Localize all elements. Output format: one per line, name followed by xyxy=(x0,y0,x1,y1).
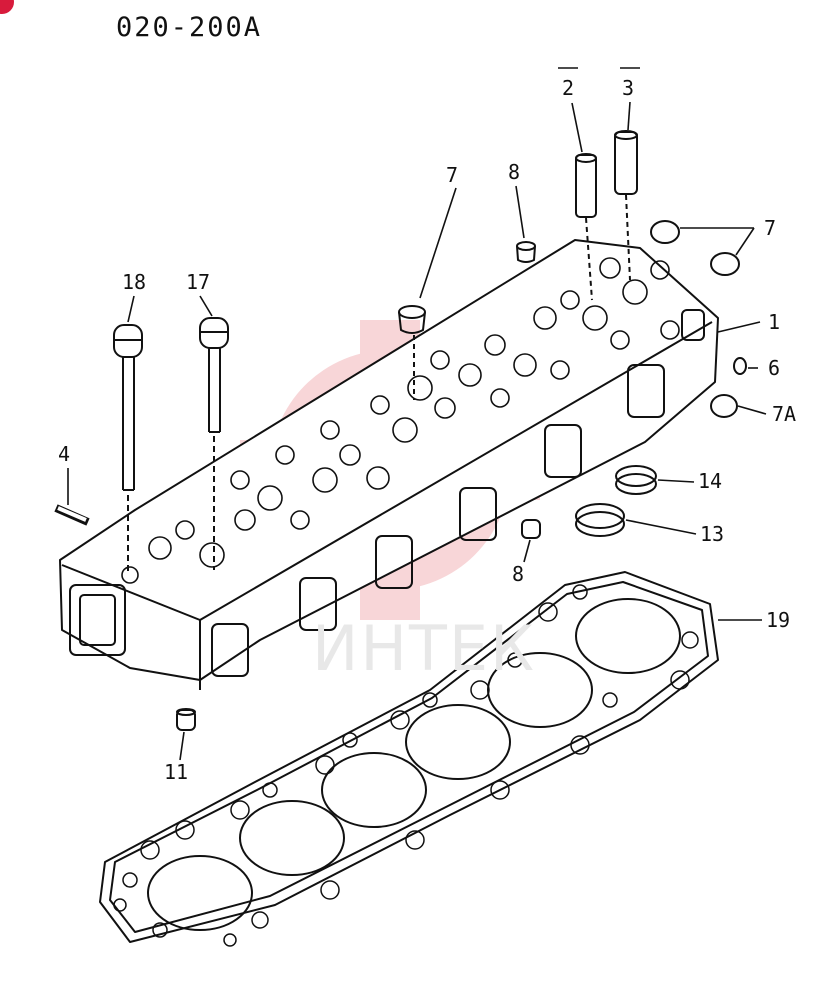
callout-6: 6 xyxy=(768,356,781,380)
valve-guide-3 xyxy=(614,130,638,281)
callout-19: 19 xyxy=(766,608,791,632)
plug-8-lower xyxy=(521,519,541,539)
head-bolt-18 xyxy=(113,324,143,575)
callout-14: 14 xyxy=(698,469,723,493)
callout-7a: 7A xyxy=(772,402,797,426)
callout-8-top: 8 xyxy=(508,160,521,184)
diagram-code: 020-200A xyxy=(116,12,263,43)
callout-13: 13 xyxy=(700,522,725,546)
callout-18: 18 xyxy=(122,270,147,294)
plug-11 xyxy=(176,708,196,731)
callout-17: 17 xyxy=(186,270,211,294)
valve-seal-7 xyxy=(398,305,426,400)
callout-2: 2 xyxy=(562,76,575,100)
dowel-pin-4 xyxy=(54,504,90,526)
seal-ring-14 xyxy=(615,465,657,495)
callout-3: 3 xyxy=(622,76,635,100)
leader-lines xyxy=(67,101,767,761)
head-gasket xyxy=(99,571,719,947)
head-bolt-17 xyxy=(199,317,229,570)
valve-seal-8 xyxy=(516,241,536,263)
gasket-bores xyxy=(147,598,681,931)
callout-1: 1 xyxy=(768,310,781,334)
plug-7a xyxy=(710,394,738,418)
callout-11: 11 xyxy=(164,760,189,784)
callout-7-plugs: 7 xyxy=(764,216,777,240)
head-top-holes xyxy=(121,257,680,584)
valve-guide-2 xyxy=(575,153,597,301)
intake-ports xyxy=(211,364,665,677)
cylinder-head xyxy=(59,239,719,690)
watermark-text: ИНТЕК xyxy=(312,612,537,685)
plug-6 xyxy=(733,357,747,375)
expansion-plug-7 xyxy=(650,220,740,276)
callout-8-lower: 8 xyxy=(512,562,525,586)
callout-7-seal: 7 xyxy=(446,163,459,187)
gasket-holes xyxy=(113,584,699,947)
callout-4: 4 xyxy=(58,442,71,466)
seal-ring-13 xyxy=(575,503,625,537)
